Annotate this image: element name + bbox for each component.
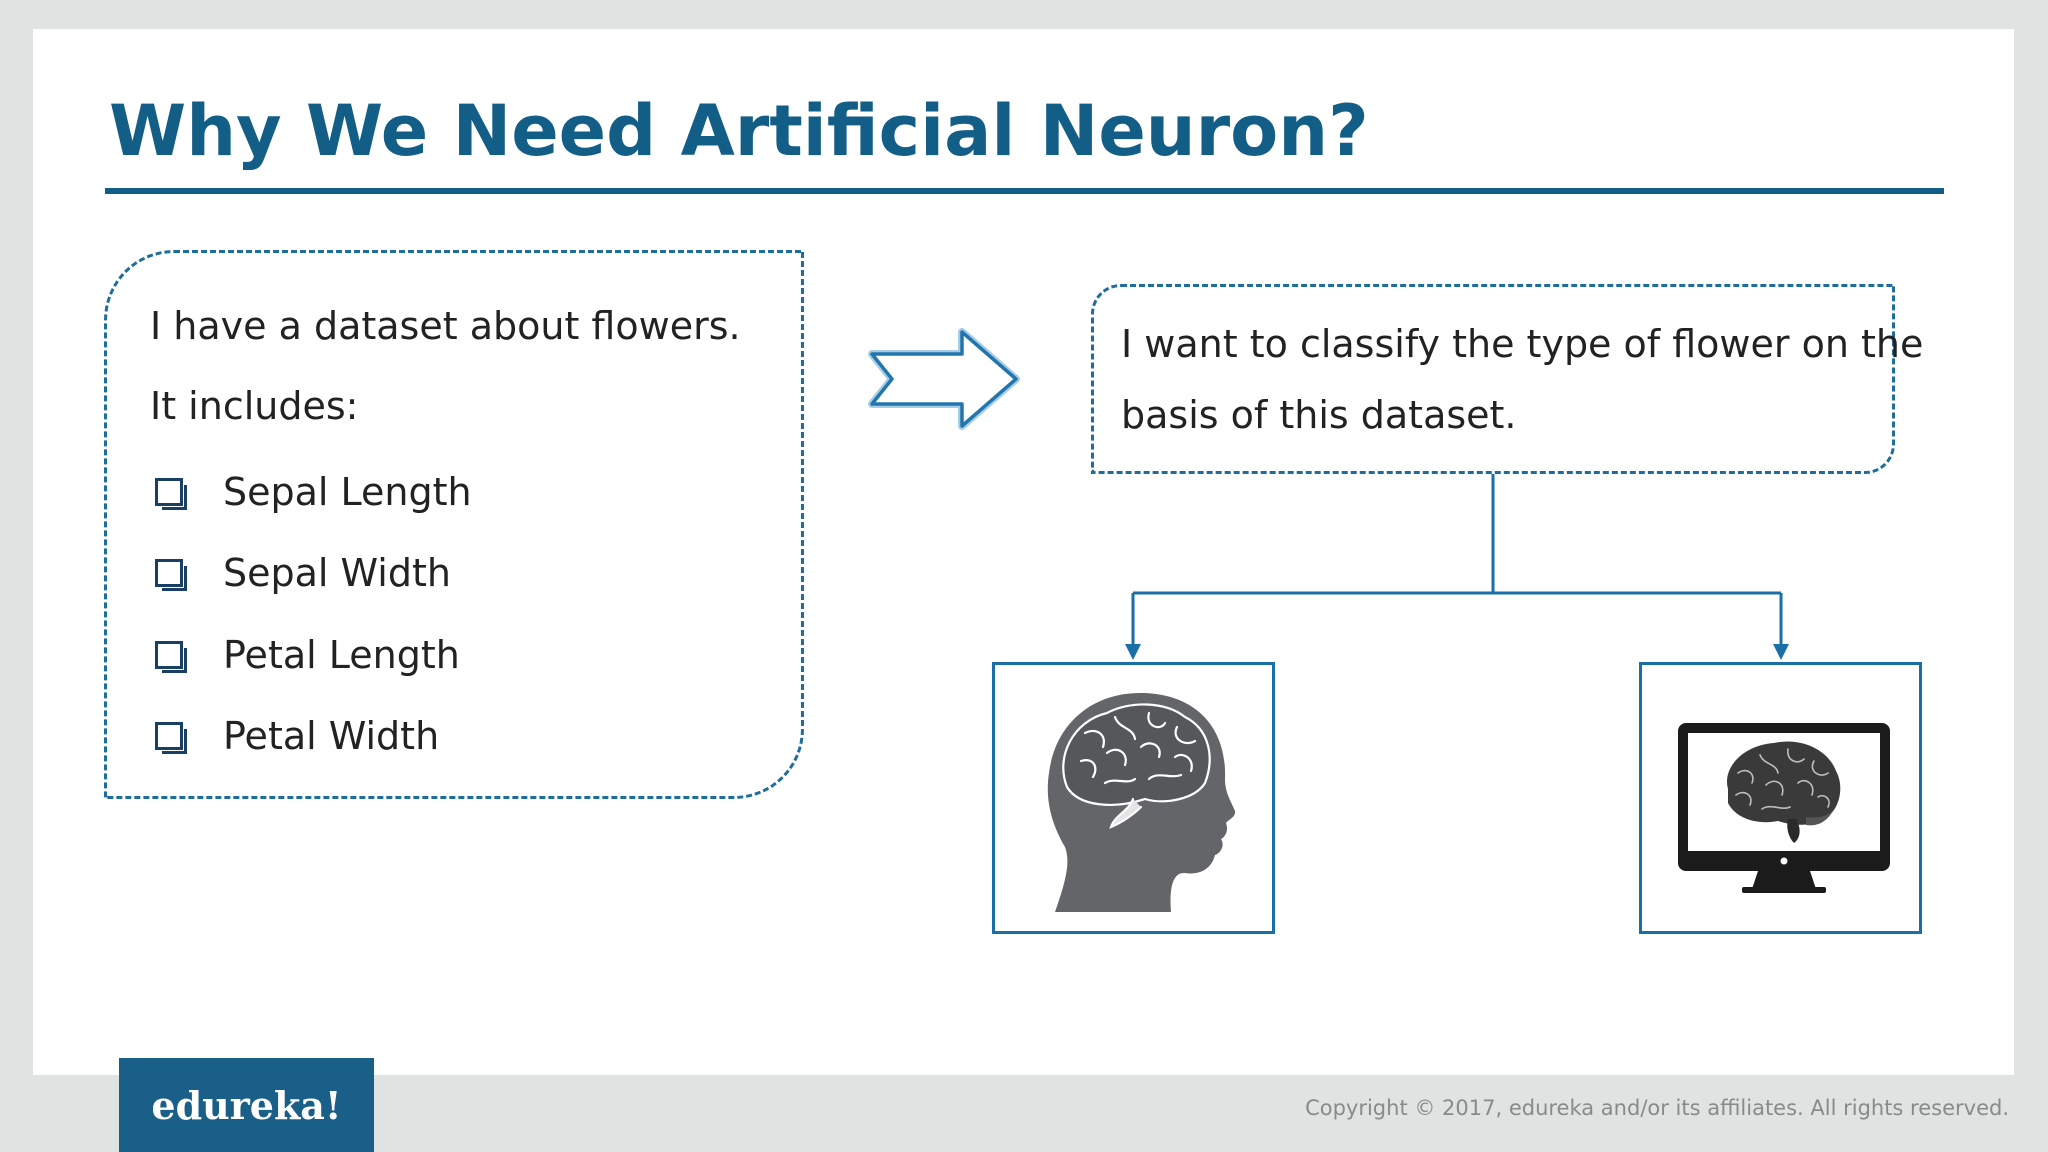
list-item: Petal Width [155,712,439,760]
dataset-includes: It includes: [150,384,359,428]
tree-connector [1125,474,1789,660]
slide-title: Why We Need Artificial Neuron? [109,90,1369,172]
checkbox-icon [155,559,187,591]
goal-text-line-2: basis of this dataset. [1121,393,1517,437]
computer-brain-monitor-icon [1678,723,1890,893]
checkbox-icon [155,478,187,510]
list-item-label: Petal Width [223,714,440,758]
list-item-label: Sepal Length [223,470,472,514]
list-item-label: Sepal Width [223,551,451,595]
list-item-label: Petal Length [223,633,460,677]
dataset-box [104,250,804,799]
computer-brain-box [1639,662,1922,934]
goal-text-line-1: I want to classify the type of flower on… [1121,322,1924,366]
checkbox-icon [155,641,187,673]
copyright-text: Copyright © 2017, edureka and/or its aff… [1305,1096,2009,1120]
list-item: Sepal Length [155,468,472,516]
checkbox-icon [155,722,187,754]
title-divider [105,188,1944,194]
list-item: Petal Length [155,631,460,679]
list-item: Sepal Width [155,549,451,597]
dataset-intro: I have a dataset about flowers. [150,304,741,348]
human-brain-head-icon [1047,693,1235,912]
brand-logo: edureka! [119,1058,374,1152]
right-arrow-icon [868,328,1020,430]
goal-box [1091,284,1895,474]
human-brain-box [992,662,1275,934]
